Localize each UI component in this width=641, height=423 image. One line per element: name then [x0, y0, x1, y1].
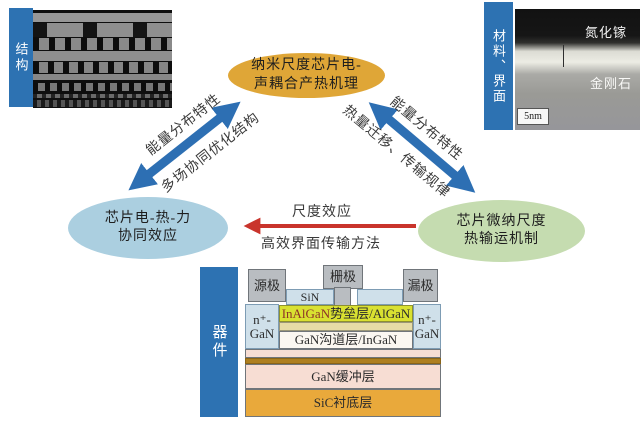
diamond-region-label: 金刚石	[589, 76, 632, 91]
node-right-line1: 芯片微纳尺度	[456, 213, 547, 229]
sem-via-row	[33, 62, 172, 73]
node-right-line2: 热输运机制	[464, 232, 539, 247]
n-plus-gan-label-line2: GaN	[249, 325, 275, 341]
node-center-line1: 纳米尺度芯片电-	[251, 58, 362, 74]
channel-layer-label: GaN沟道层/InGaN	[294, 332, 398, 348]
source-electrode: 源极	[248, 269, 286, 302]
transition-layer	[245, 349, 441, 358]
node-left-line2: 协同效应	[118, 229, 178, 244]
sem-metal-layer	[33, 74, 172, 80]
sem-via-row	[33, 38, 172, 50]
substrate-layer: SiC衬底层	[245, 389, 441, 417]
spacer-layer	[279, 322, 413, 331]
n-plus-gan-label-line1: n⁺-	[253, 311, 271, 327]
node-heat-generation-mechanism: 纳米尺度芯片电- 声耦合产热机理	[228, 53, 385, 98]
n-plus-gan-label-line1: n⁺-	[418, 311, 436, 327]
barrier-layer-suffix: 势垒层/AlGaN	[330, 305, 411, 321]
barrier-layer-prefix: InAlGaN	[281, 305, 331, 321]
n-plus-gan-label-line2: GaN	[414, 325, 440, 341]
sem-fine-row	[33, 100, 172, 107]
material-interface-panel-label-bar: 材料、界面	[484, 2, 513, 130]
gate-electrode: 栅极	[323, 265, 363, 289]
scale-bar-text: 5nm	[524, 111, 542, 122]
sem-fine-row	[33, 94, 172, 98]
interface-tick-mark	[563, 45, 564, 67]
sem-via-row	[33, 83, 172, 91]
channel-layer: GaN沟道层/InGaN	[279, 331, 413, 349]
node-left-line1: 芯片电-热-力	[104, 210, 192, 226]
node-center-line2: 声耦合产热机理	[254, 76, 359, 92]
drain-electrode: 漏极	[403, 269, 438, 302]
sem-bridge-row	[33, 23, 172, 37]
sin-layer-right	[357, 289, 403, 305]
buffer-layer: GaN缓冲层	[245, 364, 441, 389]
nucleation-layer	[245, 358, 441, 364]
node-heat-transport-mechanism: 芯片微纳尺度 热输运机制	[418, 200, 585, 262]
gan-diamond-interface-micrograph: 氮化镓 金刚石 5nm	[515, 9, 640, 130]
sin-layer-label: SiN	[300, 289, 320, 304]
double-arrow-left	[128, 101, 241, 191]
gate-electrode-label: 栅极	[329, 269, 356, 285]
gan-region-label: 氮化镓	[584, 25, 627, 40]
sin-layer-left: SiN	[286, 289, 334, 305]
double-arrow-right	[368, 102, 476, 193]
substrate-layer-label: SiC衬底层	[313, 395, 373, 411]
source-electrode-label: 源极	[253, 277, 280, 293]
device-label: 器件	[210, 324, 227, 360]
chip-structure-micrograph	[33, 10, 172, 108]
drain-electrode-label: 漏极	[407, 277, 434, 293]
red-arrow-upper-label: 尺度效应	[292, 205, 352, 220]
n-plus-gan-left: n⁺- GaN	[245, 304, 279, 349]
material-label: 材料、界面	[491, 28, 506, 104]
scale-bar: 5nm	[517, 108, 549, 125]
structure-label: 结构	[13, 41, 29, 74]
node-synergy-effect: 芯片电-热-力 协同效应	[68, 197, 228, 259]
buffer-layer-label: GaN缓冲层	[311, 368, 375, 384]
sem-metal-layer	[33, 51, 172, 61]
sem-metal-layer	[33, 13, 172, 22]
device-panel-label-bar: 器件	[200, 267, 238, 417]
red-arrow-lower-label: 高效界面传输方法	[261, 237, 381, 252]
n-plus-gan-right: n⁺- GaN	[413, 304, 441, 349]
structure-panel-label-bar: 结构	[9, 8, 33, 107]
